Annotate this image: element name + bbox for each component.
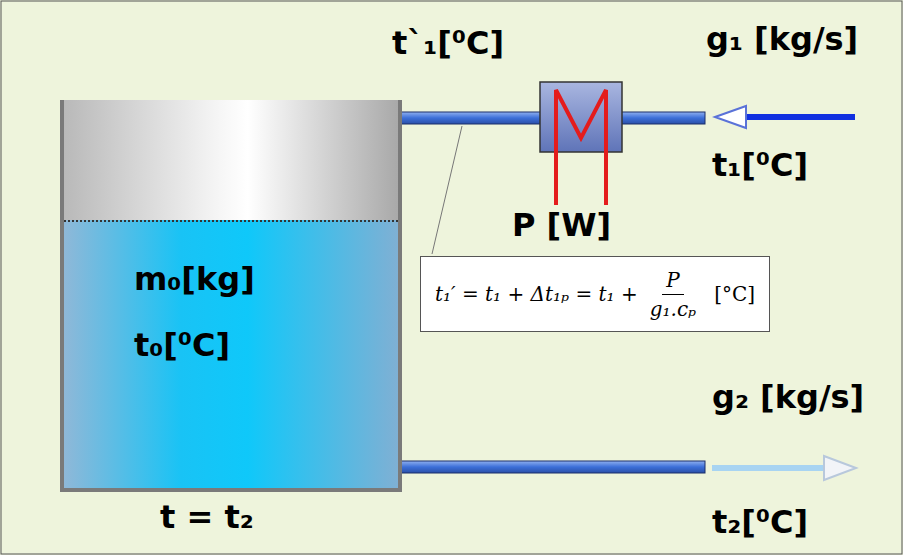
outlet-flow-arrow xyxy=(712,465,826,471)
fraction-numerator: P xyxy=(662,268,683,295)
power-label: P [W] xyxy=(512,208,611,243)
tank-quantity: m₀[kg] xyxy=(134,262,255,297)
heater-element xyxy=(556,90,606,205)
inlet-flow-arrow xyxy=(742,114,855,120)
flow-rate-label: g₁ [kg/s] xyxy=(706,22,858,57)
outlet-pipe xyxy=(400,461,705,473)
inlet-arrowhead xyxy=(715,106,746,128)
fraction-denominator: g₁.cₚ xyxy=(646,295,700,321)
temperature-label: t₁[⁰C] xyxy=(712,148,808,183)
outlet-arrowhead xyxy=(824,456,856,480)
tank-air-space xyxy=(64,100,398,220)
temperature-label: t = t₂ xyxy=(160,500,254,535)
formula-text: t₁′ = t₁ + Δt₁ₚ = t₁ + xyxy=(435,282,638,306)
formula-box: t₁′ = t₁ + Δt₁ₚ = t₁ + Pg₁.cₚ [°C] xyxy=(420,256,770,332)
temperature-label: t₂[⁰C] xyxy=(712,505,808,540)
flow-rate-label: g₂ [kg/s] xyxy=(712,380,864,415)
formula-unit: [°C] xyxy=(714,282,755,306)
storage-tank: m₀[kg] t₀[⁰C] xyxy=(60,100,402,492)
temperature-label: t`₁[⁰C] xyxy=(392,26,504,61)
fraction: Pg₁.cₚ xyxy=(646,268,700,321)
leader-line xyxy=(432,126,462,254)
tank-quantity: t₀[⁰C] xyxy=(134,328,230,363)
tank-water xyxy=(64,220,398,488)
